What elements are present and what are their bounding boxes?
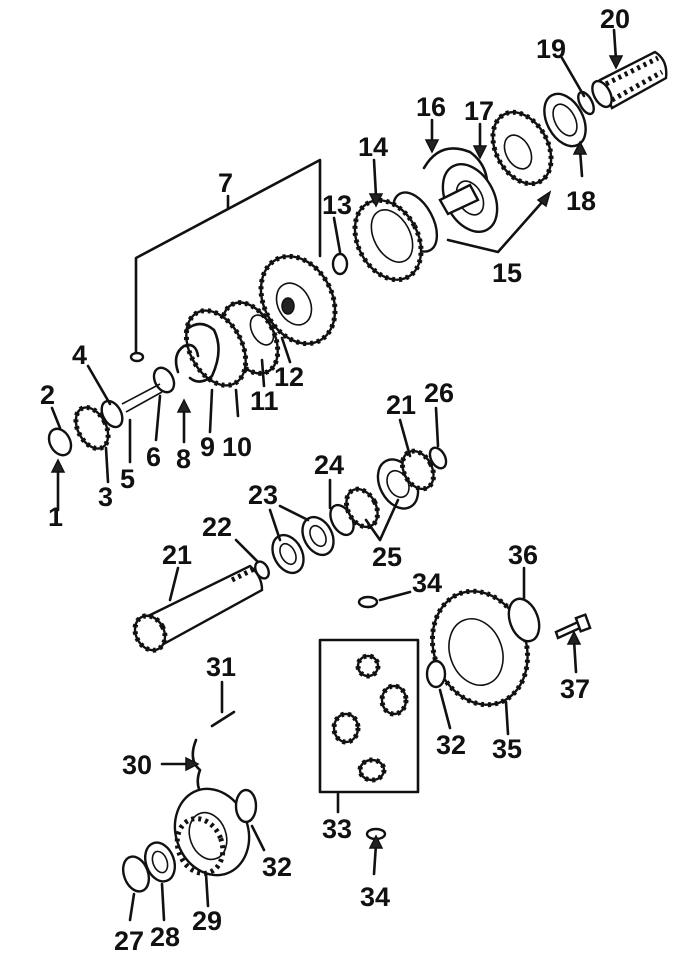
part-4-bearing: [100, 399, 124, 429]
callout-17: 17: [464, 96, 494, 126]
callout-14: 14: [358, 132, 388, 162]
callout-16: 16: [416, 92, 446, 122]
part-29-case: [173, 787, 251, 877]
part-7-pin: [129, 351, 145, 363]
callout-7: 7: [218, 168, 233, 198]
part-9-ring: [184, 322, 220, 383]
callout-3: 3: [98, 482, 113, 512]
callout-34-top: 34: [412, 568, 442, 598]
part-19-snap-ring: [577, 90, 595, 116]
callout-labels: 1 2 3 4 5 6 7 8 9 10 11 12 13 14 15 16 1…: [40, 4, 630, 956]
part-14-sleeve: [352, 197, 424, 283]
part-28-bearing: [143, 841, 177, 883]
callout-36: 36: [508, 540, 538, 570]
callout-33: 33: [322, 814, 352, 844]
callout-23: 23: [248, 480, 278, 510]
part-13-washer: [331, 252, 349, 276]
part-12-gear: [258, 253, 338, 347]
leader-lines: [50, 28, 624, 922]
callout-34-bottom: 34: [360, 882, 390, 912]
callout-6: 6: [146, 442, 161, 472]
part-5-spacer: [121, 383, 163, 413]
callout-25: 25: [372, 542, 402, 572]
callout-32-left: 32: [262, 852, 292, 882]
callout-22: 22: [202, 512, 232, 542]
part-17-gear: [490, 109, 554, 187]
part-23-bearing-rear: [301, 515, 335, 557]
callout-13: 13: [322, 190, 352, 220]
callout-37: 37: [560, 674, 590, 704]
differential-assembly: [121, 588, 592, 893]
part-21-counter-shaft: [132, 564, 264, 653]
callout-19: 19: [536, 34, 566, 64]
upper-shaft-assembly: [47, 50, 668, 457]
callout-20: 20: [600, 4, 630, 34]
callout-4: 4: [72, 340, 87, 370]
callout-8: 8: [176, 444, 191, 474]
part-27-race: [121, 855, 151, 893]
part-32-washer-left: [234, 788, 258, 824]
callout-12: 12: [274, 362, 304, 392]
part-34-washer-top: [357, 595, 379, 609]
callout-26: 26: [424, 378, 454, 408]
part-2-cap: [47, 427, 73, 457]
part-36-bearing: [507, 597, 541, 643]
part-20-shaft: [591, 50, 668, 110]
part-6-collar: [152, 366, 176, 394]
callout-24: 24: [314, 450, 344, 480]
callout-21-gear: 21: [386, 390, 416, 420]
part-26-bearing: [428, 446, 448, 470]
callout-30: 30: [122, 750, 152, 780]
part-33-pinion-gears: [331, 653, 409, 783]
callout-21-shaft: 21: [162, 540, 192, 570]
callout-2: 2: [40, 380, 55, 410]
part-31-pin: [210, 710, 236, 728]
part-33-pinion-kit-box: [318, 638, 420, 794]
callout-29: 29: [192, 906, 222, 936]
callout-18: 18: [566, 186, 596, 216]
callout-9: 9: [200, 432, 215, 462]
callout-11: 11: [250, 386, 279, 416]
callout-27: 27: [114, 926, 144, 956]
callout-32-right: 32: [436, 730, 466, 760]
callout-5: 5: [120, 464, 135, 494]
part-10-gear: [183, 308, 249, 388]
part-8-snap-ring: [174, 343, 200, 374]
callout-31: 31: [206, 652, 236, 682]
callout-1: 1: [48, 502, 63, 532]
part-3-gear: [73, 404, 111, 452]
part-37-bolt: [554, 613, 592, 640]
callout-15: 15: [492, 258, 522, 288]
part-32-washer-right: [425, 659, 447, 689]
callout-28: 28: [150, 922, 180, 952]
callout-10: 10: [222, 432, 252, 462]
callout-35: 35: [492, 734, 522, 764]
